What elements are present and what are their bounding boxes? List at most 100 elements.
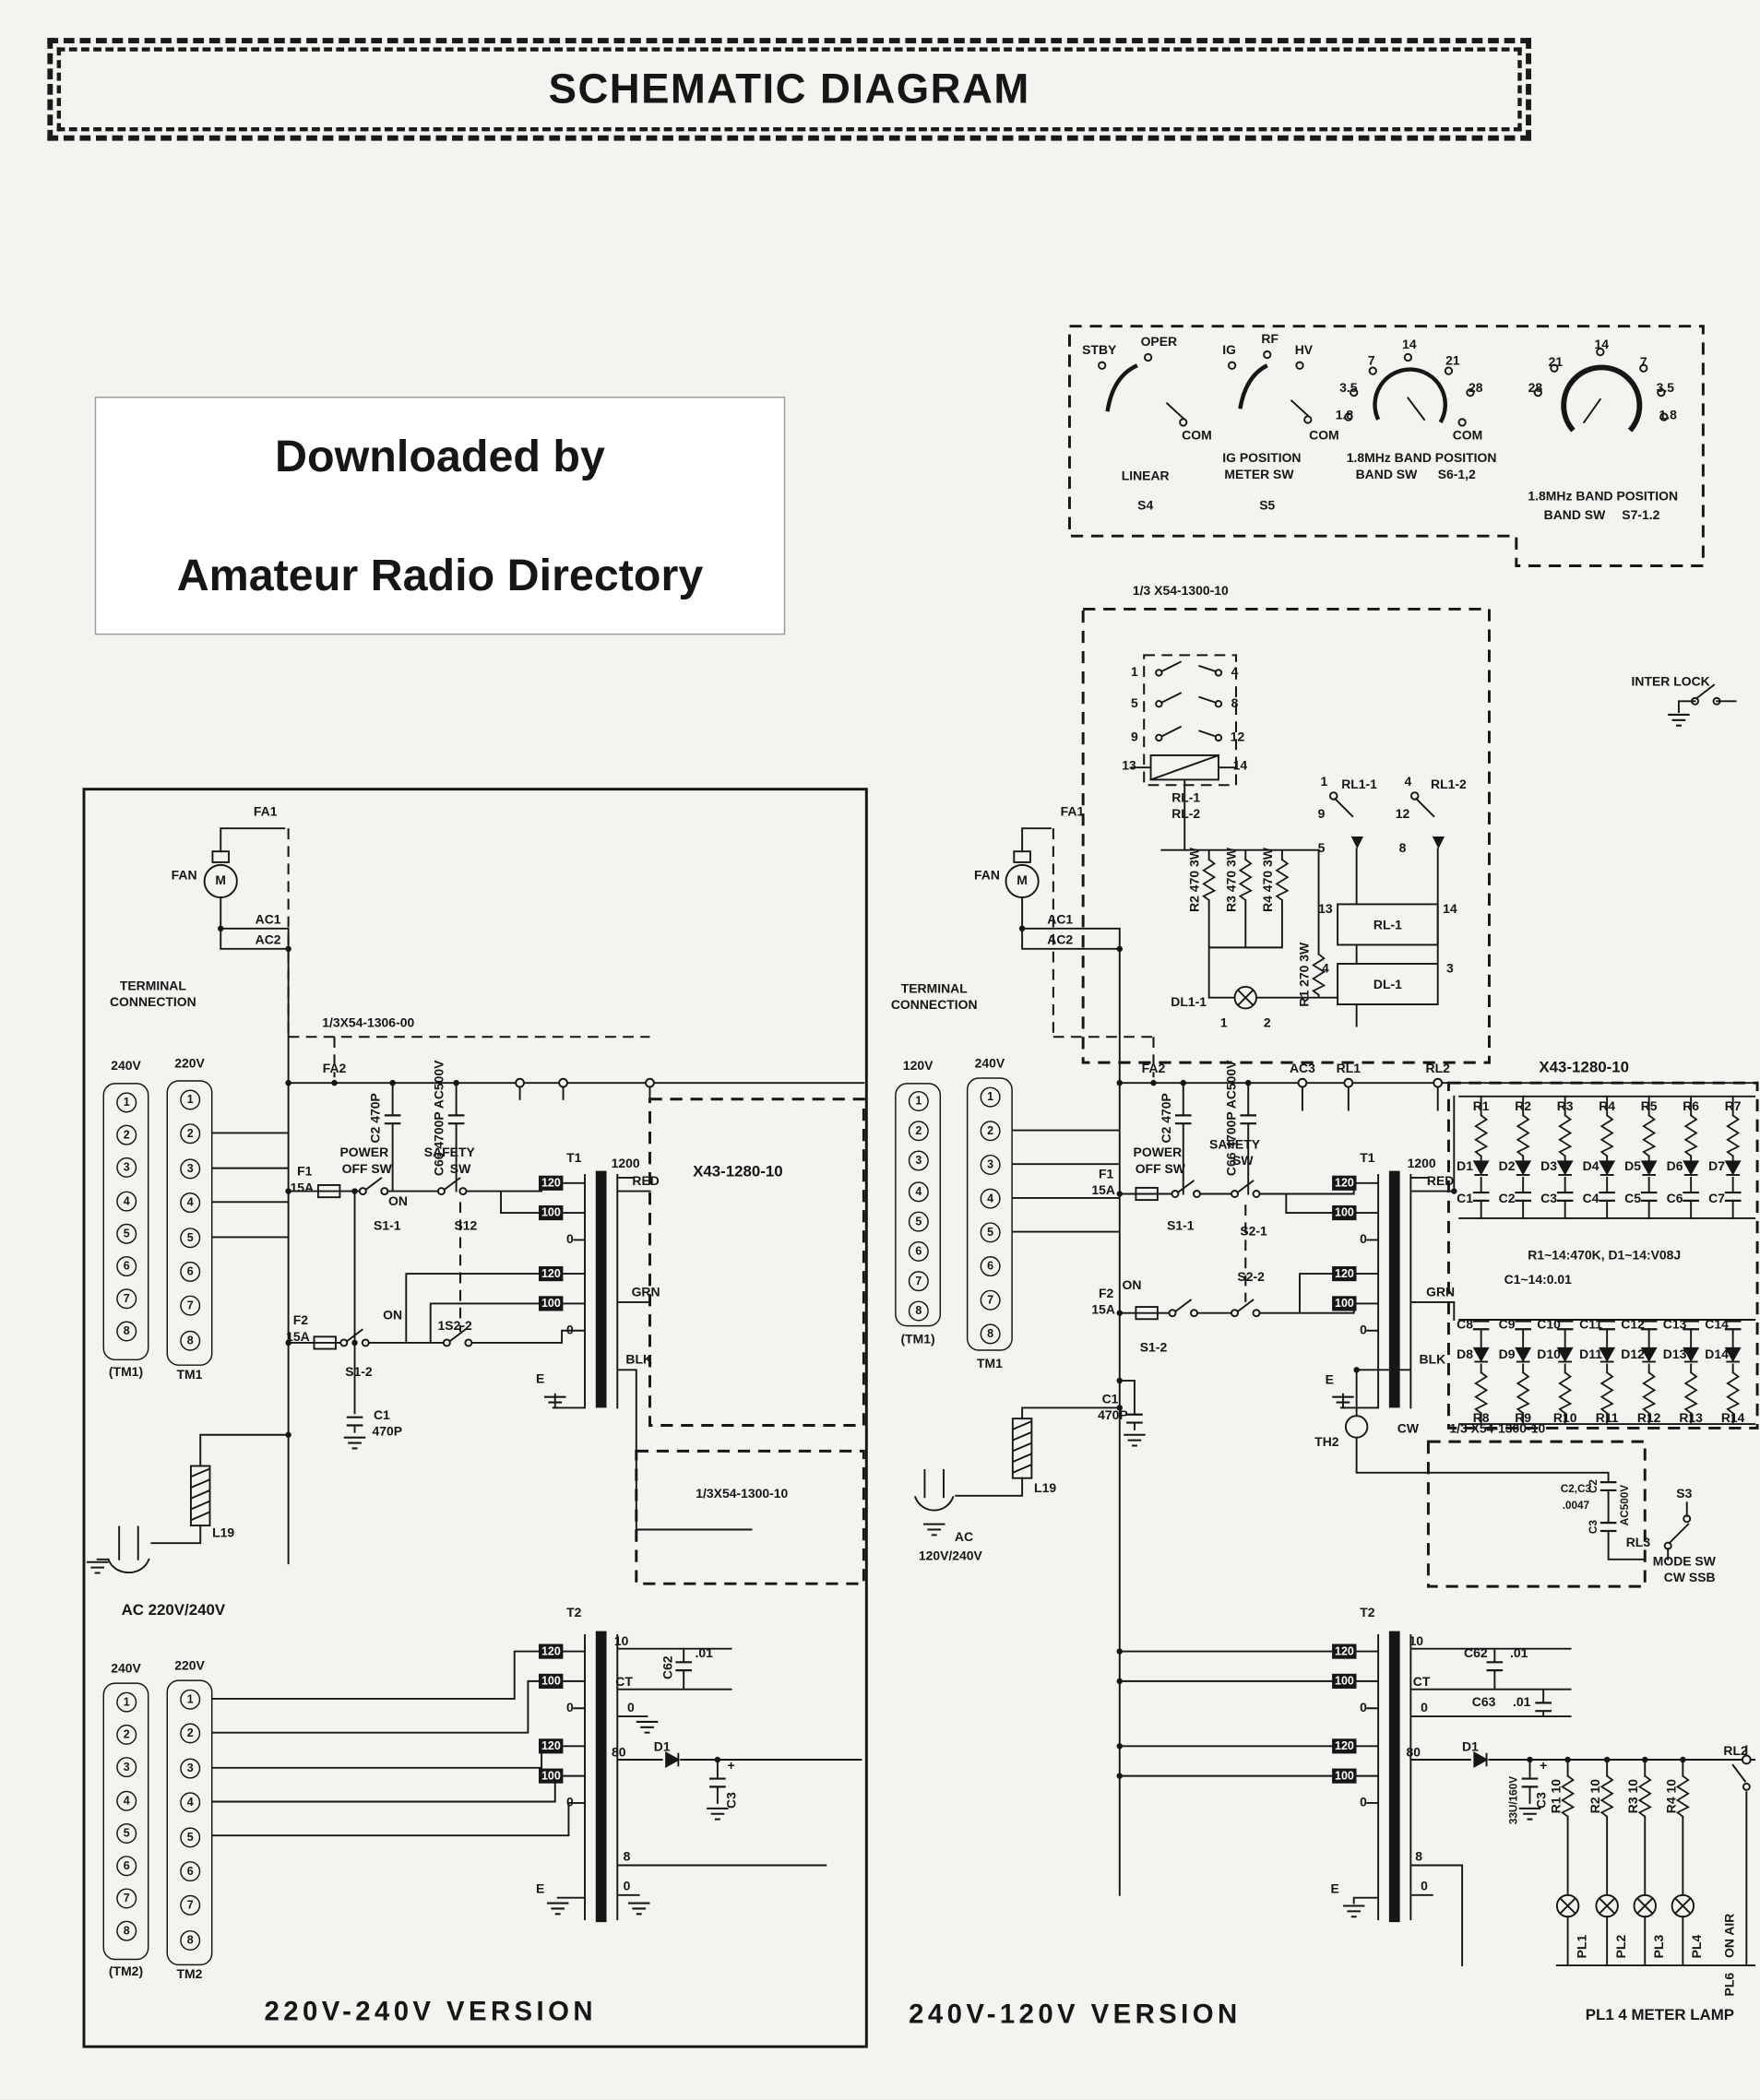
schematic-label: 7 xyxy=(1367,353,1375,369)
terminal-pin: 5 xyxy=(908,1211,929,1232)
schematic-label: 220V xyxy=(174,1658,205,1674)
schematic-label: FAN xyxy=(974,868,1000,884)
schematic-label: PL6 xyxy=(1722,1972,1738,1997)
schematic-label: S7-1.2 xyxy=(1622,508,1660,524)
schematic-label: R13 xyxy=(1679,1411,1703,1427)
terminal-pin: 7 xyxy=(180,1895,201,1916)
schematic-label: R2 10 xyxy=(1588,1779,1604,1814)
schematic-label: AC 220V/240V xyxy=(121,1602,226,1619)
terminal-pin: 6 xyxy=(116,1256,137,1277)
schematic-label: 1/3 X54-1300-10 xyxy=(1132,584,1229,599)
schematic-label: 9 xyxy=(1317,807,1326,823)
schematic-label: T1 xyxy=(566,1151,582,1167)
schematic-label: CT xyxy=(615,1675,633,1691)
terminal-pin: 2 xyxy=(116,1124,137,1145)
schematic-label: 100 xyxy=(1332,1296,1357,1311)
schematic-label: RL1-2 xyxy=(1431,777,1467,793)
terminal-pin: 5 xyxy=(116,1822,137,1844)
schematic-label: D11 xyxy=(1579,1347,1602,1363)
schematic-label: 1.8MHz BAND POSITION xyxy=(1346,451,1497,467)
schematic-label: BAND SW xyxy=(1355,468,1418,483)
relay-box xyxy=(1081,607,1491,1064)
schematic-label: R9 xyxy=(1515,1411,1532,1427)
schematic-label: METER SW xyxy=(1224,468,1294,483)
schematic-label: R1 10 xyxy=(1549,1779,1564,1814)
terminal-pin: 3 xyxy=(116,1757,137,1778)
schematic-label: S12 xyxy=(454,1218,478,1234)
schematic-label: X43-1280-10 xyxy=(1539,1060,1630,1076)
schematic-label: 15A xyxy=(1091,1302,1115,1318)
terminal-pin: 8 xyxy=(980,1323,1001,1345)
schematic-label: D7 xyxy=(1708,1159,1725,1175)
schematic-label: RL1-1 xyxy=(1341,777,1377,793)
schematic-label: S1-1 xyxy=(1167,1218,1195,1234)
schematic-label: C6 xyxy=(1666,1192,1683,1207)
schematic-label: C10 xyxy=(1537,1317,1561,1333)
schematic-label: 3 xyxy=(1446,961,1454,977)
terminal-pin: 4 xyxy=(180,1192,201,1214)
schematic-label: X43-1280-10 xyxy=(693,1164,783,1181)
schematic-label: CONNECTION xyxy=(109,995,196,1011)
schematic-label: 8 xyxy=(1415,1849,1423,1865)
schematic-label: C13 xyxy=(1662,1317,1687,1333)
schematic-label: 15A xyxy=(1091,1183,1115,1199)
title-banner-inner: SCHEMATIC DIAGRAM xyxy=(56,47,1522,132)
terminal-pin: 5 xyxy=(180,1826,201,1847)
terminal-pin: 8 xyxy=(116,1322,137,1343)
terminal-pin: 6 xyxy=(180,1261,201,1282)
schematic-label: R3 10 xyxy=(1626,1779,1642,1814)
schematic-label: T1 xyxy=(1360,1151,1375,1167)
schematic-label: 8 xyxy=(1231,696,1239,712)
schematic-label: D8 xyxy=(1457,1347,1473,1363)
schematic-label: D1 xyxy=(1462,1739,1479,1755)
schematic-label: RL-1 xyxy=(1373,918,1402,933)
schematic-label: 0 xyxy=(566,1795,574,1811)
schematic-label: C1~14:0.01 xyxy=(1504,1273,1572,1288)
schematic-label: 3.5 xyxy=(1339,381,1358,397)
schematic-label: PL3 xyxy=(1652,1934,1668,1959)
schematic-label: D14 xyxy=(1705,1347,1729,1363)
schematic-label: COM xyxy=(1182,428,1212,444)
terminal-pin: 1 xyxy=(116,1691,137,1713)
schematic-label: C2 xyxy=(1587,1479,1600,1494)
schematic-label: 80 xyxy=(1406,1745,1421,1761)
schematic-label: (TM2) xyxy=(108,1964,144,1980)
schematic-label: 120 xyxy=(539,1175,564,1191)
terminal-pin: 6 xyxy=(908,1240,929,1262)
schematic-label: 0 xyxy=(1360,1232,1367,1248)
schematic-label: 5 xyxy=(1131,696,1138,712)
schematic-label: ON xyxy=(383,1308,403,1323)
schematic-label: D1 xyxy=(1457,1159,1473,1175)
schematic-label: BLK xyxy=(625,1352,653,1369)
terminal-pin: 1 xyxy=(908,1090,929,1111)
schematic-label: S1-1 xyxy=(374,1218,401,1234)
schematic-label: (TM1) xyxy=(900,1332,935,1348)
schematic-label: .01 xyxy=(1510,1646,1528,1662)
schematic-label: SW xyxy=(449,1162,471,1178)
schematic-label: R10 xyxy=(1552,1411,1577,1427)
schematic-label: D9 xyxy=(1498,1347,1516,1363)
schematic-label: 120 xyxy=(539,1266,564,1282)
schematic-label: 1/3X54-1306-00 xyxy=(322,1015,415,1031)
schematic-label: 1200 xyxy=(611,1157,640,1172)
schematic-label: .01 xyxy=(695,1646,713,1662)
schematic-label: 8 xyxy=(623,1849,631,1865)
schematic-label: ON xyxy=(1122,1278,1142,1294)
terminal-pin: 7 xyxy=(980,1289,1001,1311)
schematic-label: POWER xyxy=(1133,1145,1183,1161)
schematic-label: RL2 xyxy=(1425,1062,1450,1077)
schematic-label: 100 xyxy=(539,1204,564,1221)
schematic-label: 5 xyxy=(1317,841,1326,857)
schematic-label: .0047 xyxy=(1562,1499,1590,1512)
schematic-label: R3 xyxy=(1556,1099,1574,1115)
schematic-label: S2-2 xyxy=(1237,1270,1265,1286)
schematic-label: L19 xyxy=(1034,1481,1057,1497)
schematic-label: DL1-1 xyxy=(1171,995,1207,1011)
schematic-label: C4 xyxy=(1582,1192,1599,1207)
schematic-label: 21 xyxy=(1548,355,1564,371)
schematic-label: BAND SW xyxy=(1543,508,1606,524)
schematic-label: F2 xyxy=(1098,1287,1114,1302)
title-banner: SCHEMATIC DIAGRAM xyxy=(47,38,1531,141)
schematic-label: 1.8 xyxy=(1659,408,1677,423)
